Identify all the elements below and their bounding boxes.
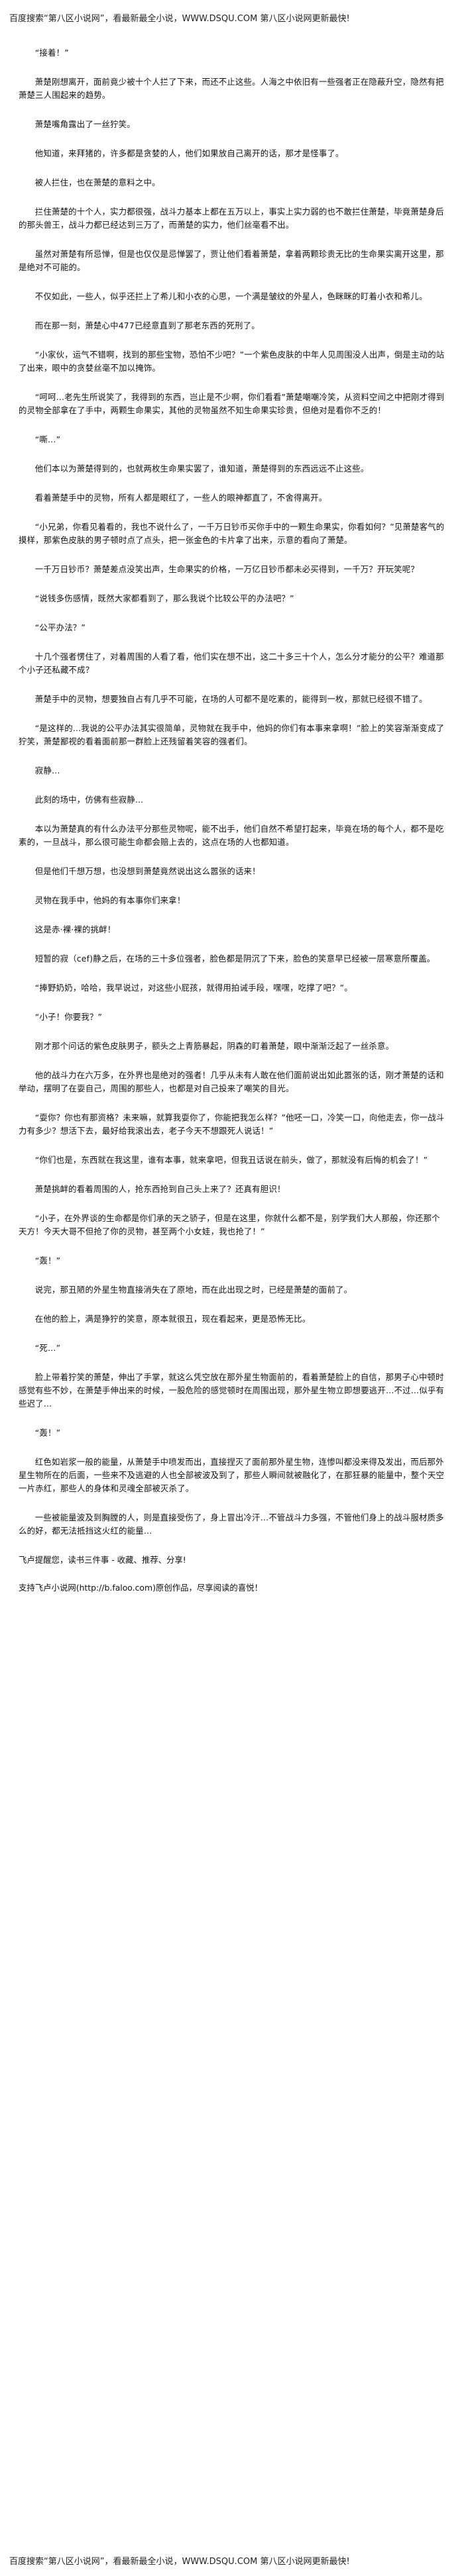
article-paragraph: “捧野奶奶，哈哈，我早说过，对这些小屁孩，就得用拍诫手段，嘿嘿，吃撑了吧？”。 [34,983,353,993]
reading-tip: 飞卢提醒您，读书三件事 - 收藏、推荐、分享! [19,1555,186,1565]
article-paragraph: 刚才那个问话的紫色皮肤男子，额头之上青筋暴起，阴森的盯着萧楚，眼中渐渐泛起了一丝… [34,1041,394,1051]
article-paragraph: 红色如岩浆一般的能量，从萧楚手中喷发而出，直接捏灭了面前那外星生物，连惨叫都没来… [19,1457,445,1493]
article-paragraph: 看着萧楚手中的灵物，所有人都是眼红了，一些人的眼神都直了，不舍得离开。 [34,493,327,503]
article-paragraph: “嘶…” [34,434,61,444]
site-support-note: 支持飞卢小说网(http://b.faloo.com)原创作品，尽享阅读的喜悦！ [19,1583,262,1593]
article-paragraph: “公平办法？” [34,622,86,632]
article-paragraph: 被人拦住，也在萧楚的意料之中。 [34,177,160,187]
article-paragraph: 十几个强者愣住了，对着周围的人看了看，他们实在想不出，这二十多三十个人，怎么分才… [19,652,444,675]
article-paragraph: “小子！你要我？” [34,1012,103,1022]
article-paragraph: 脸上带着狞笑的萧楚，伸出了手掌，就这么凭空放在那外星生物面前的，看着萧楚脸上的自… [19,1372,445,1409]
article-paragraph: 说完，那丑陋的外星生物直接消失在了原地，而在此出现之时，已经是萧楚的面前了。 [34,1285,353,1295]
article-paragraph: 此刻的场中，仿佛有些寂静… [34,795,144,805]
article-paragraph: 灵物在我手中，他妈的有本事你们来拿！ [34,895,186,905]
article-paragraph: 一些被能量波及到胸膛的人，则是直接受伤了，身上冒出冷汗…不管战斗力多强，不管他们… [19,1512,444,1536]
article-paragraph: 不仅如此，一些人，似乎还拦上了希儿和小衣的心思，一个满是皱纹的外星人，色眯眯的盯… [34,291,428,301]
article-paragraph: 本以为萧楚真的有什么办法平分那些灵物呢，能不出手，他们自然不希望打起来，毕竟在场… [19,824,444,847]
article-paragraph: 而在那一刻，萧楚心中477已经意直到了那老东西的死刑了。 [34,321,260,330]
article-paragraph: 萧楚嘴角露出了一丝狞笑。 [34,119,135,129]
article-paragraph: 他知道，来拜猪的，许多都是贪婪的人，他们如果放自己离开的话，那才是怪事了。 [34,148,344,158]
article-paragraph: 萧楚手中的灵物，想要独自占有几乎不可能，在场的人可都不是吃素的，能得到一枚，那就… [34,694,428,704]
footer-banner: 百度搜索“第八区小说网”，看最新最全小说，WWW.DSQU.COM 第八区小说网… [9,2557,350,2567]
article-paragraph: “你们也是，东西就在我这里，谁有本事，就来拿吧，但我丑话说在前头，做了，那就没有… [34,1155,428,1165]
article-paragraph: “呵呵…老先生所说笑了，我得到的东西，岂止是不少啊，你们看看”萧楚嘲嘲冷笑，从资… [19,392,445,415]
article-paragraph: 他的战斗力在六万多，在外界也是绝对的强者！几乎从未有人敢在他们面前说出如此嚣张的… [19,1070,444,1093]
article-paragraph: 拦住萧楚的十个人，实力都很强，战斗力基本上都在五万以上，事实上实力弱的也不敢拦住… [19,207,444,230]
article-paragraph: “接着！” [34,48,69,58]
article-paragraph: 萧楚刚想离开，面前竟少被十个人拦了下来，而还不止这些。人海之中依旧有一些强者正在… [19,77,444,100]
article-paragraph: 短暂的寂（cef)静之后，在场的三十多位强者，脸色都是阴沉了下来，脸色的笑意早已… [34,954,435,964]
article-paragraph: 萧楚挑衅的看着周围的人，抢东西抢到自己头上来了？还真有胆识！ [34,1184,286,1194]
article-body: “接着！” 萧楚刚想离开，面前竟少被十个人拦了下来，而还不止这些。人海之中依旧有一… [9,26,455,1595]
article-paragraph: “死…” [34,1343,61,1353]
article-paragraph: “说钱多伤感情，既然大家都看到了，那么我说个比较公平的办法吧？” [34,593,294,603]
article-paragraph: 但是他们千想万想，也没想到萧楚竟然说出这么嚣张的话来！ [34,866,261,876]
article-paragraph: “小兄弟，你看见着看的，我也不说什么了，一千万日钞币买你手中的一颗生命果实，你看… [19,522,445,545]
article-paragraph: 一千万日钞币？萧楚差点没笑出声，生命果实的价格，一万亿日钞币都未必买得到，一千万… [34,564,419,574]
article-paragraph: “轰！” [34,1428,61,1438]
article-paragraph: 虽然对萧楚有所忌惮，但是也仅仅是忌惮罢了，贾让他们看着萧楚，拿着两颗珍贵无比的生… [19,249,444,272]
article-paragraph: “小家伙，运气不错啊，找到的那些宝物，恐怕不少吧？”一个紫色皮肤的中年人见周围没… [19,350,445,373]
article-paragraph: 寂静… [34,766,60,775]
article-paragraph: “耍你？你也有那资格？未来嘛，就算我耍你了，你能把我怎么样？”他呸一口，冷笑一口… [19,1113,445,1136]
article-paragraph: “小子，在外界谈的生命都是你们承的天之骄子，但是在这里，你就什么都不是，别学我们… [19,1213,440,1236]
article-paragraph: “是这样的…我说的公平办法其实很简单，灵物就在我手中，他妈的你们有本事来拿啊！”… [19,723,445,746]
header-banner: 百度搜索“第八区小说网”，看最新最全小说，WWW.DSQU.COM 第八区小说网… [9,14,350,24]
article-paragraph: 在他的脸上，满是狰狞的笑意，原本就很丑，现在看起来，更是恐怖无比。 [34,1314,311,1324]
article-paragraph: “轰！” [34,1256,61,1265]
article-paragraph: 这是赤·裸·裸的挑衅！ [34,924,116,934]
article-paragraph: 他们本以为萧楚得到的，也就两枚生命果实罢了，谁知道，萧楚得到的东西远远不止这些。 [34,464,369,473]
